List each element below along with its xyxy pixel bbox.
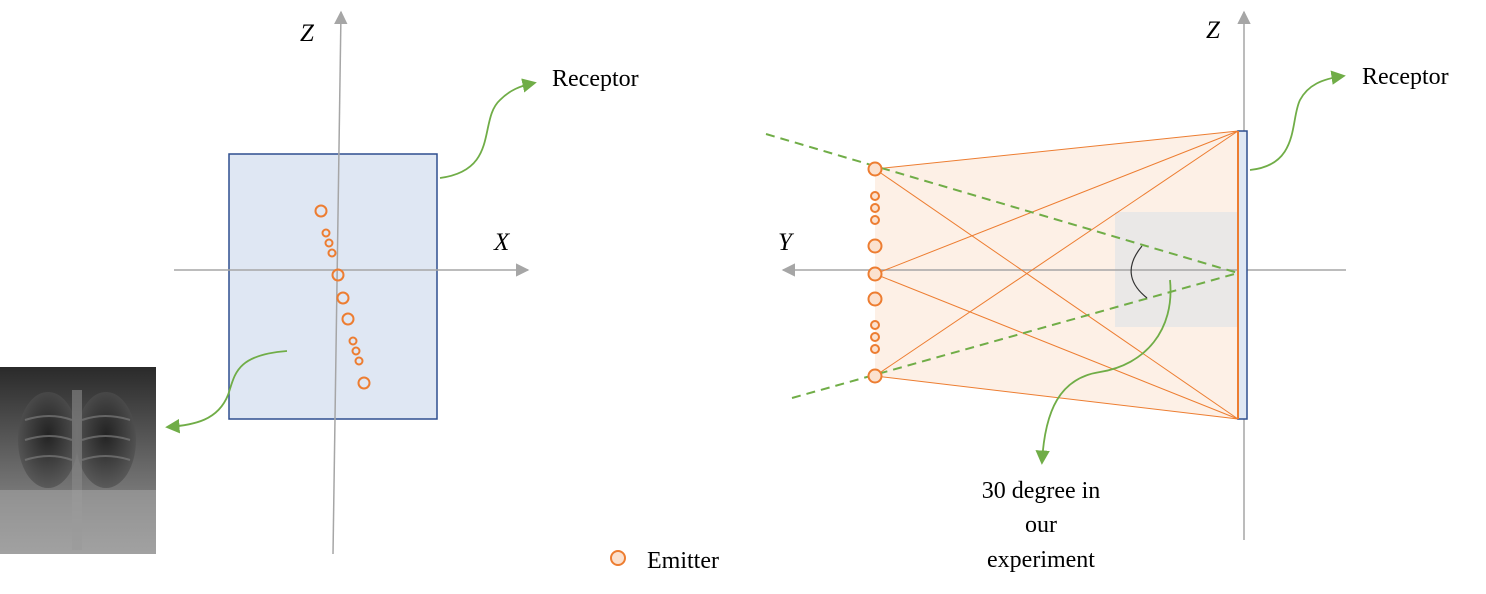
emitter [331,268,345,282]
emitter [870,332,880,342]
emitter [870,215,880,225]
emitter [327,248,337,258]
emitter [870,191,880,201]
emitter [870,203,880,213]
legend-emitter-icon [610,550,626,566]
angle-arc [1130,245,1148,299]
emitter [336,291,350,305]
legend: Emitter [610,548,719,574]
right-view: Z Y [765,10,1449,573]
emitter [867,368,883,384]
z-axis-label-side: Z [1206,17,1221,44]
emitter [348,336,358,346]
angle-dashed-lines [765,133,1239,399]
emitter [870,344,880,354]
emitter [870,320,880,330]
angle-note-line-3: experiment [987,547,1095,573]
legend-emitter-label: Emitter [647,548,719,574]
chest-xray-image [0,367,156,554]
emitter [341,312,355,326]
receptor-callout-arrow [439,78,537,179]
angle-note-line-1: 30 degree in [982,478,1101,504]
emitter [321,228,331,238]
angle-callout-arrow [1035,279,1172,465]
emitter-column-front [314,204,371,390]
beam-region [875,131,1238,419]
image-callout-arrow [165,350,288,434]
emitter [314,204,328,218]
receptor-callout-arrow-side [1249,70,1346,171]
emitter [867,291,883,307]
emitter [867,161,883,177]
z-axis [332,10,348,555]
left-view: Z X Receptor [0,10,639,555]
emitter [351,346,361,356]
receptor-plate-side [1237,130,1248,420]
emitter [354,356,364,366]
receptor-label-side: Receptor [1362,64,1449,90]
receptor-label-front: Receptor [552,66,639,92]
z-axis-label: Z [300,20,315,47]
emitter [324,238,334,248]
y-axis-label: Y [778,229,795,256]
angle-note-line-2: our [1025,512,1057,538]
x-axis-label: X [493,229,511,256]
beam-lines [874,130,1239,420]
emitter [867,266,883,282]
emitter [867,238,883,254]
receptor-plate-front [228,153,438,420]
emitter-column-side [867,161,883,384]
emitter [357,376,371,390]
